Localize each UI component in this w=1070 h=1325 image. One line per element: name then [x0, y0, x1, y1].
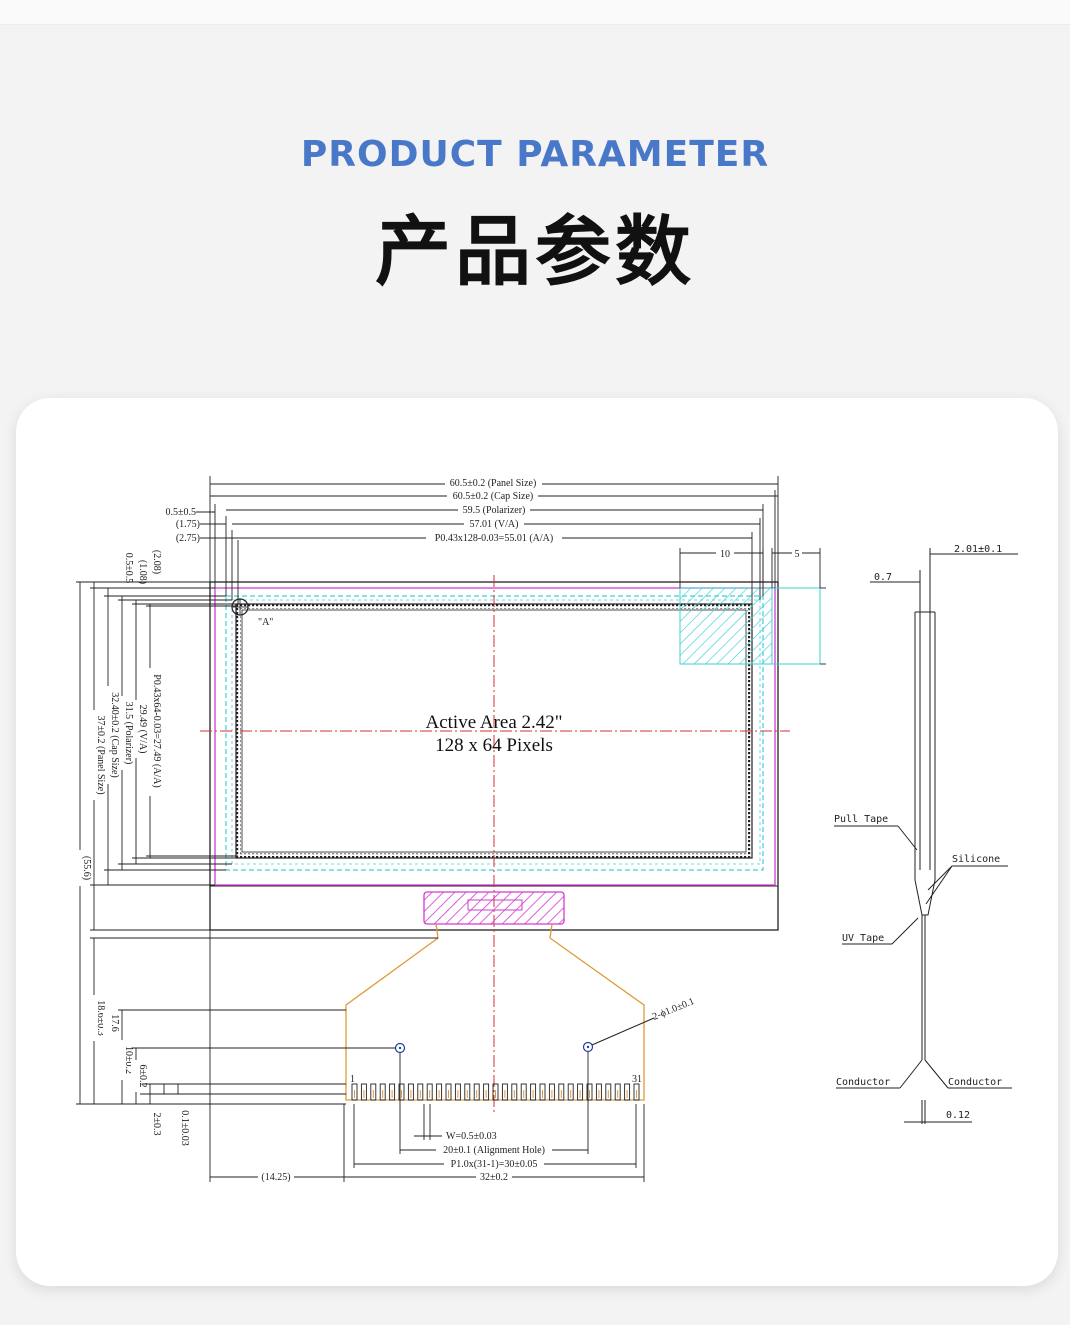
dim-v-05: 0.5±0.5 [123, 553, 134, 584]
pin-first-label: 1 [350, 1074, 355, 1085]
dim-v-fpc-01: 0.1±0.03 [179, 1110, 190, 1146]
fpc-pin [436, 1083, 443, 1101]
side-pull-tape: Pull Tape [834, 814, 888, 825]
fpc-pin [567, 1083, 574, 1101]
fpc-pin [351, 1083, 358, 1101]
cap-outline [214, 587, 776, 886]
dim-v-va: 29.49 (V/A) [137, 705, 148, 754]
fpc-pin [605, 1083, 612, 1101]
fpc-pin [417, 1083, 424, 1101]
dim-v-fpc-2: 2±0.3 [151, 1113, 162, 1136]
dim-left-175: (1.75) [176, 519, 200, 530]
dim-v-total: (55.6) [81, 856, 92, 880]
side-silicone: Silicone [952, 854, 1000, 865]
fpc-pin [511, 1083, 518, 1101]
dim-alignment: 20±0.1 (Alignment Hole) [443, 1145, 545, 1156]
fpc-pin [624, 1083, 631, 1101]
fpc-pin [426, 1083, 433, 1101]
drawing-card [16, 398, 1058, 1286]
fpc-pin [473, 1083, 480, 1101]
alignment-hole-right [582, 1041, 594, 1053]
dim-cap-size: 60.5±0.2 (Cap Size) [453, 491, 533, 502]
dim-polarizer: 59.5 (Polarizer) [463, 505, 526, 516]
fpc-pin [558, 1083, 565, 1101]
dim-v-fpc-6: 6±0.2 [137, 1065, 148, 1088]
heading-english: PRODUCT PARAMETER [300, 134, 770, 175]
fpc-pin [586, 1083, 593, 1101]
left-dimension-labels: 0.5±0.5 (1.08) (2.08) P0.43x64-0.03=27.4… [75, 550, 190, 1146]
heading-chinese: 产品参数 [375, 207, 695, 296]
side-view-labels: 2.01±0.1 0.7 Pull Tape Silicone UV Tape … [834, 544, 1002, 1121]
side-t07: 0.7 [874, 572, 892, 583]
dim-pitch: P1.0x(31-1)=30±0.05 [451, 1159, 538, 1170]
fpc-pin [483, 1083, 490, 1101]
fpc-pin [595, 1083, 602, 1101]
dim-v-aa: P0.43x64-0.03=27.49 (A/A) [151, 674, 162, 787]
marker-a-label: "A" [258, 617, 273, 628]
fpc-pin [398, 1083, 405, 1101]
dim-v-cap-size: 32.40±0.2 (Cap Size) [109, 692, 120, 777]
fpc-pin [464, 1083, 471, 1101]
dim-v-fpc-17: 17.6 [109, 1014, 120, 1032]
fpc-pin [501, 1083, 508, 1101]
fpc-pin [379, 1083, 386, 1101]
side-uv-tape: UV Tape [842, 933, 884, 944]
pin-last-label: 31 [632, 1074, 642, 1085]
side-conductor-right: Conductor [948, 1077, 1002, 1088]
fpc-pin [370, 1083, 377, 1101]
fpc-pin [520, 1083, 527, 1101]
fpc-outline [345, 923, 645, 1101]
bottom-dimensions [209, 930, 645, 1182]
fpc-pin [633, 1083, 640, 1101]
hatched-zone [679, 587, 773, 665]
dim-aa: P0.43x128-0.03=55.01 (A/A) [435, 533, 553, 544]
dim-v-panel-size: 37±0.2 (Panel Size) [95, 715, 106, 794]
dim-v-fpc-10: 10±0.2 [123, 1046, 134, 1074]
dim-v-108: (1.08) [137, 560, 148, 584]
fpc-pin [454, 1083, 461, 1101]
fpc-pin [539, 1083, 546, 1101]
dim-v-fpc-18: 18.6±0.3 [95, 1000, 106, 1036]
dim-10: 10 [720, 549, 730, 560]
top-strip [0, 0, 1070, 25]
dim-width: 32±0.2 [480, 1172, 508, 1183]
fpc-pin [577, 1083, 584, 1101]
active-area-text: Active Area 2.42" [425, 712, 562, 733]
hole-label: 2-ϕ1.0±0.1 [651, 996, 696, 1023]
fpc-pin [492, 1083, 499, 1101]
side-t012: 0.12 [946, 1110, 970, 1121]
top-dimension-labels: 60.5±0.2 (Panel Size) 60.5±0.2 (Cap Size… [166, 477, 802, 560]
fpc-pins [351, 1083, 640, 1101]
dim-v-208: (2.08) [151, 550, 162, 574]
front-view: "A" Active Area 2.42" 128 x 64 Pixels 1 … [200, 575, 821, 1115]
left-dimensions [76, 581, 438, 1105]
dim-v-polarizer: 31.5 (Polarizer) [123, 702, 134, 765]
side-conductor-left: Conductor [836, 1077, 890, 1088]
dim-left-05: 0.5±0.5 [166, 507, 197, 518]
bonding-pad [423, 891, 565, 925]
side-thickness: 2.01±0.1 [954, 544, 1002, 555]
side-view [834, 548, 1018, 1124]
dim-5: 5 [795, 549, 800, 560]
dim-panel-size: 60.5±0.2 (Panel Size) [450, 478, 537, 489]
dim-w: W=0.5±0.03 [446, 1131, 497, 1142]
fpc-pin [548, 1083, 555, 1101]
fpc-pin [389, 1083, 396, 1101]
fpc-pin [407, 1083, 414, 1101]
fpc-pin [614, 1083, 621, 1101]
bottom-dimension-labels: W=0.5±0.03 20±0.1 (Alignment Hole) P1.0x… [258, 1131, 552, 1183]
dim-left-275: (2.75) [176, 533, 200, 544]
fpc-pin [360, 1083, 367, 1101]
fpc-pin [530, 1083, 537, 1101]
pixels-text: 128 x 64 Pixels [435, 735, 553, 756]
dim-offset: (14.25) [261, 1172, 290, 1183]
dim-va: 57.01 (V/A) [470, 519, 519, 530]
fpc-pin [445, 1083, 452, 1101]
